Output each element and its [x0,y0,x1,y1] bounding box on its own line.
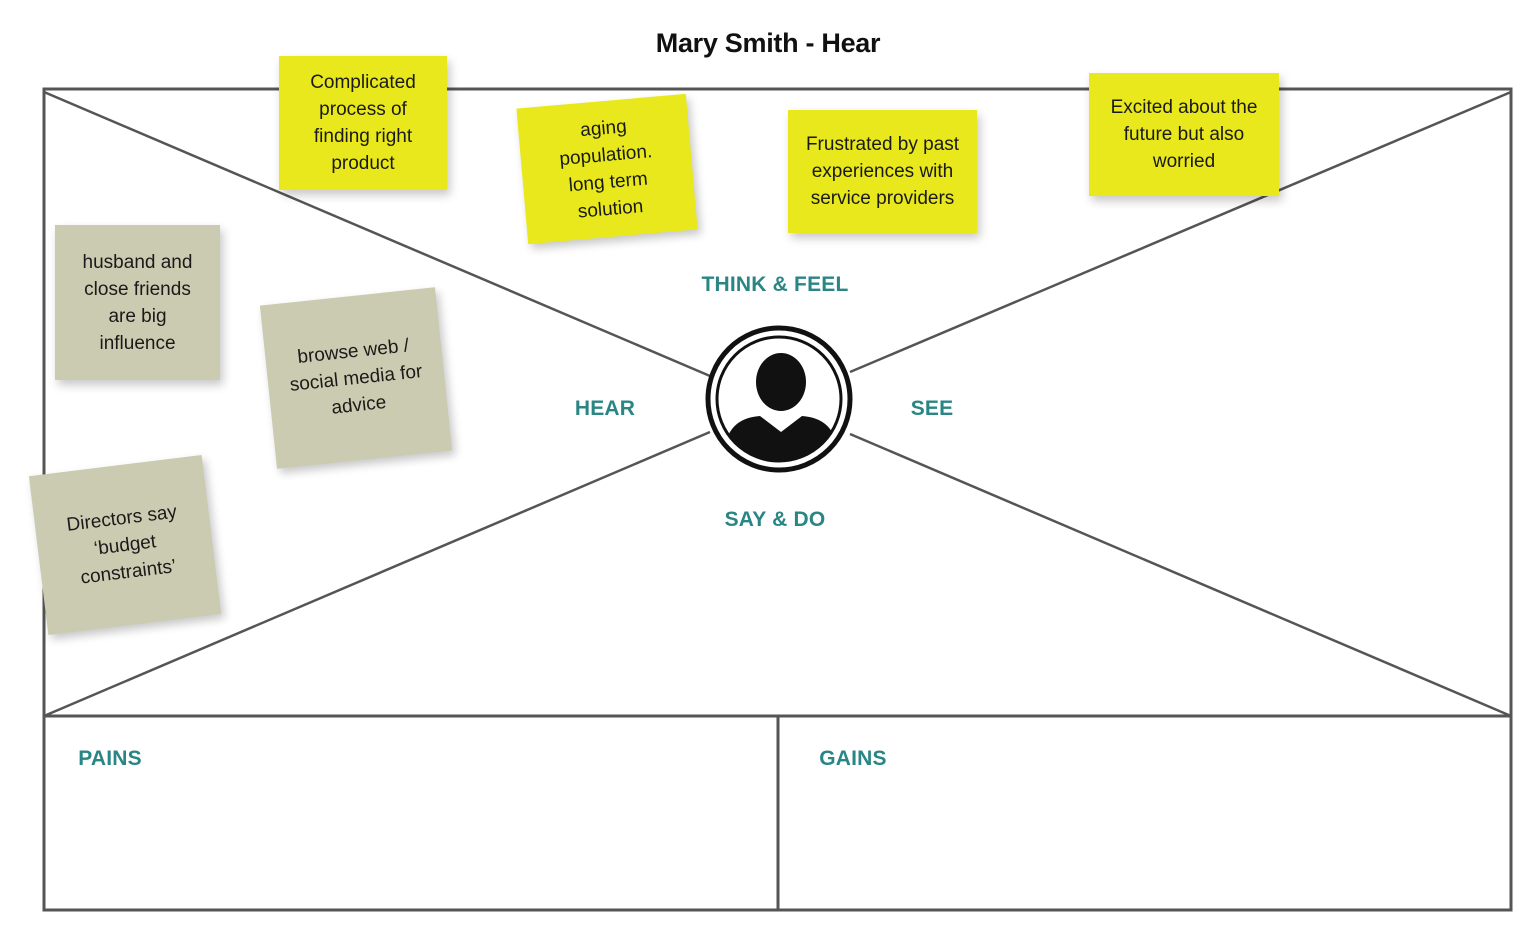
diagonal-bottom-right [849,432,1512,718]
sticky-note-excited[interactable]: Excited about the future but also worrie… [1089,73,1279,196]
say-do-label: SAY & DO [724,508,826,531]
sticky-note-husband-friends[interactable]: husband and close friends are big influe… [55,225,220,380]
diagonal-top-right [849,90,1512,374]
diagonal-bottom-left [43,430,711,718]
sticky-note-directors[interactable]: Directors say ‘budget constraints’ [28,454,222,636]
page-title: Mary Smith - Hear [655,28,881,58]
sticky-note-text: aging population. long term solution [558,116,654,223]
hear-label: HEAR [574,397,636,420]
sticky-note-frustrated[interactable]: Frustrated by past experiences with serv… [788,110,977,233]
see-label: SEE [910,397,954,420]
diagonal-top-left [43,90,711,378]
sticky-note-text: Excited about the future but also worrie… [1110,97,1258,172]
sticky-note-text: Directors say ‘budget constraints’ [65,501,178,589]
pains-label: PAINS [78,747,142,770]
sticky-note-text: browse web / social media for advice [288,334,424,419]
gains-label: GAINS [819,747,887,770]
sticky-note-complicated-process[interactable]: Complicated process of finding right pro… [279,56,447,190]
sticky-note-browse-web[interactable]: browse web / social media for advice [259,287,453,469]
user-silhouette-icon [705,325,853,473]
sticky-note-text: Complicated process of finding right pro… [310,72,416,174]
sticky-note-text: husband and close friends are big influe… [82,251,193,354]
think-feel-label: THINK & FEEL [701,273,849,296]
sticky-note-aging-population[interactable]: aging population. long term solution [516,93,698,245]
sticky-note-text: Frustrated by past experiences with serv… [805,134,960,209]
